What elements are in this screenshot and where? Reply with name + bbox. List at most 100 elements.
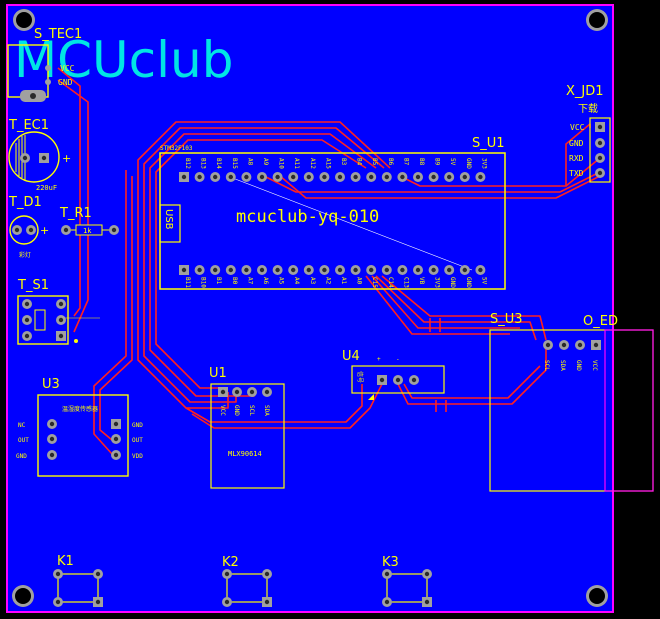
mcu-bottom-pin-pad bbox=[428, 265, 439, 275]
mcu-top-pin-pad bbox=[288, 172, 299, 182]
t-ec1-value: 220uF bbox=[36, 184, 57, 192]
mcu-top-pin-pad bbox=[397, 172, 408, 182]
mcu-bottom-pin-label: A4 bbox=[293, 277, 300, 285]
k3-ref: K3 bbox=[382, 555, 399, 570]
mcu-bottom-pin-pad bbox=[381, 265, 392, 275]
t-ec1-ref: T_EC1 bbox=[8, 118, 49, 133]
t-d1-ref: T_D1 bbox=[8, 195, 42, 210]
mcu-top-pin-pad bbox=[459, 172, 470, 182]
mcu-top-pin-pad bbox=[241, 172, 252, 182]
o-ed-ref: O_ED bbox=[583, 314, 618, 329]
board-name: mcuclub-yq-010 bbox=[236, 207, 379, 227]
mcu-top-pin-pad bbox=[444, 172, 455, 182]
x-jd1-sub: 下载 bbox=[578, 103, 598, 115]
u4-label-signal: 信号 bbox=[356, 371, 364, 383]
u3-name: 温湿度传感器 bbox=[62, 405, 98, 413]
mcu-bottom-pin-pad bbox=[335, 265, 345, 275]
component-u3: U3 温湿度传感器 NC OUT GND GND OUT VDD bbox=[16, 377, 143, 477]
mcu-bottom-pin-label: GND bbox=[449, 277, 456, 288]
trace-gnd-left bbox=[57, 79, 89, 333]
mcu-top-pin-label: GND bbox=[465, 158, 472, 169]
mcu-top-pin-pad bbox=[335, 172, 345, 182]
t-d1-plus: + bbox=[40, 224, 49, 237]
s-u3-pin-vcc: VCC bbox=[591, 360, 598, 371]
mcu-top-pin-pad bbox=[475, 172, 486, 182]
trace-loop-1 bbox=[137, 121, 391, 300]
s-u3-pin-gnd: GND bbox=[575, 360, 582, 371]
mcu-bottom-pin-pad bbox=[475, 265, 486, 275]
mcu-top-pin-label: B6 bbox=[387, 158, 394, 166]
component-t-s1: T_S1 bbox=[17, 278, 78, 345]
s-u3-pin-scl: SCL bbox=[543, 360, 550, 371]
mcu-top-pin-pad bbox=[210, 172, 221, 182]
mcu-bottom-pin-label: B10 bbox=[200, 277, 207, 288]
mcu-bottom-pin-pad bbox=[225, 265, 236, 275]
mcu-bottom-pin-pad bbox=[319, 265, 330, 275]
x-jd1-pin-vcc: VCC bbox=[570, 123, 585, 132]
ratsnest-line bbox=[229, 176, 473, 271]
mcu-top-pin-label: A9 bbox=[262, 158, 269, 166]
x-jd1-pin-rxd: RXD bbox=[569, 154, 584, 163]
mcu-bottom-pin-label: B11 bbox=[184, 277, 191, 288]
s-u1-usb: USB bbox=[163, 209, 174, 230]
mcu-top-pin-pad bbox=[366, 172, 377, 182]
t-r1-ref: T_R1 bbox=[59, 206, 92, 221]
component-x-jd1: X_JD1 下载 VCC GND RXD TXD bbox=[566, 84, 611, 183]
mcu-bottom-pin-label: C14 bbox=[387, 277, 394, 288]
mcu-bottom-pin-label: A1 bbox=[340, 277, 347, 285]
component-t-r1: T_R1 1k bbox=[59, 206, 119, 236]
s-u1-ref: S_U1 bbox=[472, 136, 505, 151]
s-u1-header-label: STM32F103 bbox=[160, 145, 193, 152]
s-u3-ref: S_U3 bbox=[490, 312, 523, 327]
mcu-bottom-pin-pad bbox=[288, 265, 299, 275]
mount-hole-bl bbox=[12, 585, 34, 607]
mcu-bottom-pin-label: B0 bbox=[231, 277, 238, 285]
mcu-bottom-pin-pad bbox=[241, 265, 252, 275]
mcu-top-pin-pad bbox=[381, 172, 392, 182]
s-tec1-gnd: GND bbox=[58, 78, 73, 87]
mcu-bottom-pin-label: B1 bbox=[215, 277, 222, 285]
t-r1-value: 1k bbox=[83, 227, 92, 235]
trace-loop-2 bbox=[143, 127, 385, 304]
x-jd1-ref: X_JD1 bbox=[566, 84, 604, 99]
u3-pin-right-3: VDD bbox=[132, 453, 143, 460]
mcu-bottom-pin-label: A0 bbox=[356, 277, 363, 285]
s-tec1-ref: S_TEC1 bbox=[34, 27, 82, 42]
u1-ref: U1 bbox=[209, 366, 227, 381]
t-s1-ref: T_S1 bbox=[17, 278, 49, 293]
component-t-ec1: T_EC1 + 220uF bbox=[8, 118, 71, 192]
mcu-top-pin-label: B5 bbox=[371, 158, 378, 166]
mcu-bottom-pin-pad bbox=[444, 265, 455, 275]
u3-pin-left-3: GND bbox=[16, 453, 27, 460]
mcu-top-pin-pad bbox=[303, 172, 314, 182]
trace-su3-2 bbox=[397, 346, 547, 405]
mcu-top-pin-label: A15 bbox=[324, 158, 331, 169]
mcu-top-pin-label: A11 bbox=[293, 158, 300, 169]
u1-part: MLX90614 bbox=[228, 450, 262, 458]
mcu-top-pin-pad bbox=[272, 172, 283, 182]
component-t-d1: T_D1 + 彩灯 bbox=[8, 195, 49, 259]
mcu-top-pin-pad bbox=[179, 172, 189, 182]
k1-ref: K1 bbox=[57, 554, 74, 569]
t-ec1-plus: + bbox=[62, 152, 71, 165]
mcu-top-pin-label: 3V3 bbox=[480, 158, 487, 169]
trace-vcc-left bbox=[57, 67, 81, 317]
mcu-top-pin-pad bbox=[350, 172, 361, 182]
board-outline bbox=[6, 4, 614, 613]
mcu-bottom-pin-pad bbox=[397, 265, 408, 275]
component-s-tec1: S_TEC1 VCC GND bbox=[7, 27, 82, 102]
mcu-top-pin-label: 5V bbox=[449, 158, 456, 166]
mcu-top-pin-label: B12 bbox=[184, 158, 191, 169]
mcu-top-pin-pad bbox=[225, 172, 236, 182]
u1-pin-vcc: VCC bbox=[219, 405, 226, 416]
t-d1-note: 彩灯 bbox=[19, 251, 31, 259]
component-u1: U1 VCC GND SCL SDA MLX90614 bbox=[209, 366, 285, 489]
trace-u3-signal-2 bbox=[93, 170, 127, 455]
component-k3: K3 bbox=[382, 555, 432, 607]
mcu-bottom-pin-pad bbox=[413, 265, 423, 275]
u3-pin-left-2: OUT bbox=[18, 437, 29, 444]
mcu-bottom-pin-label: A2 bbox=[324, 277, 331, 285]
mcu-bottom-pin-pad bbox=[459, 265, 470, 275]
